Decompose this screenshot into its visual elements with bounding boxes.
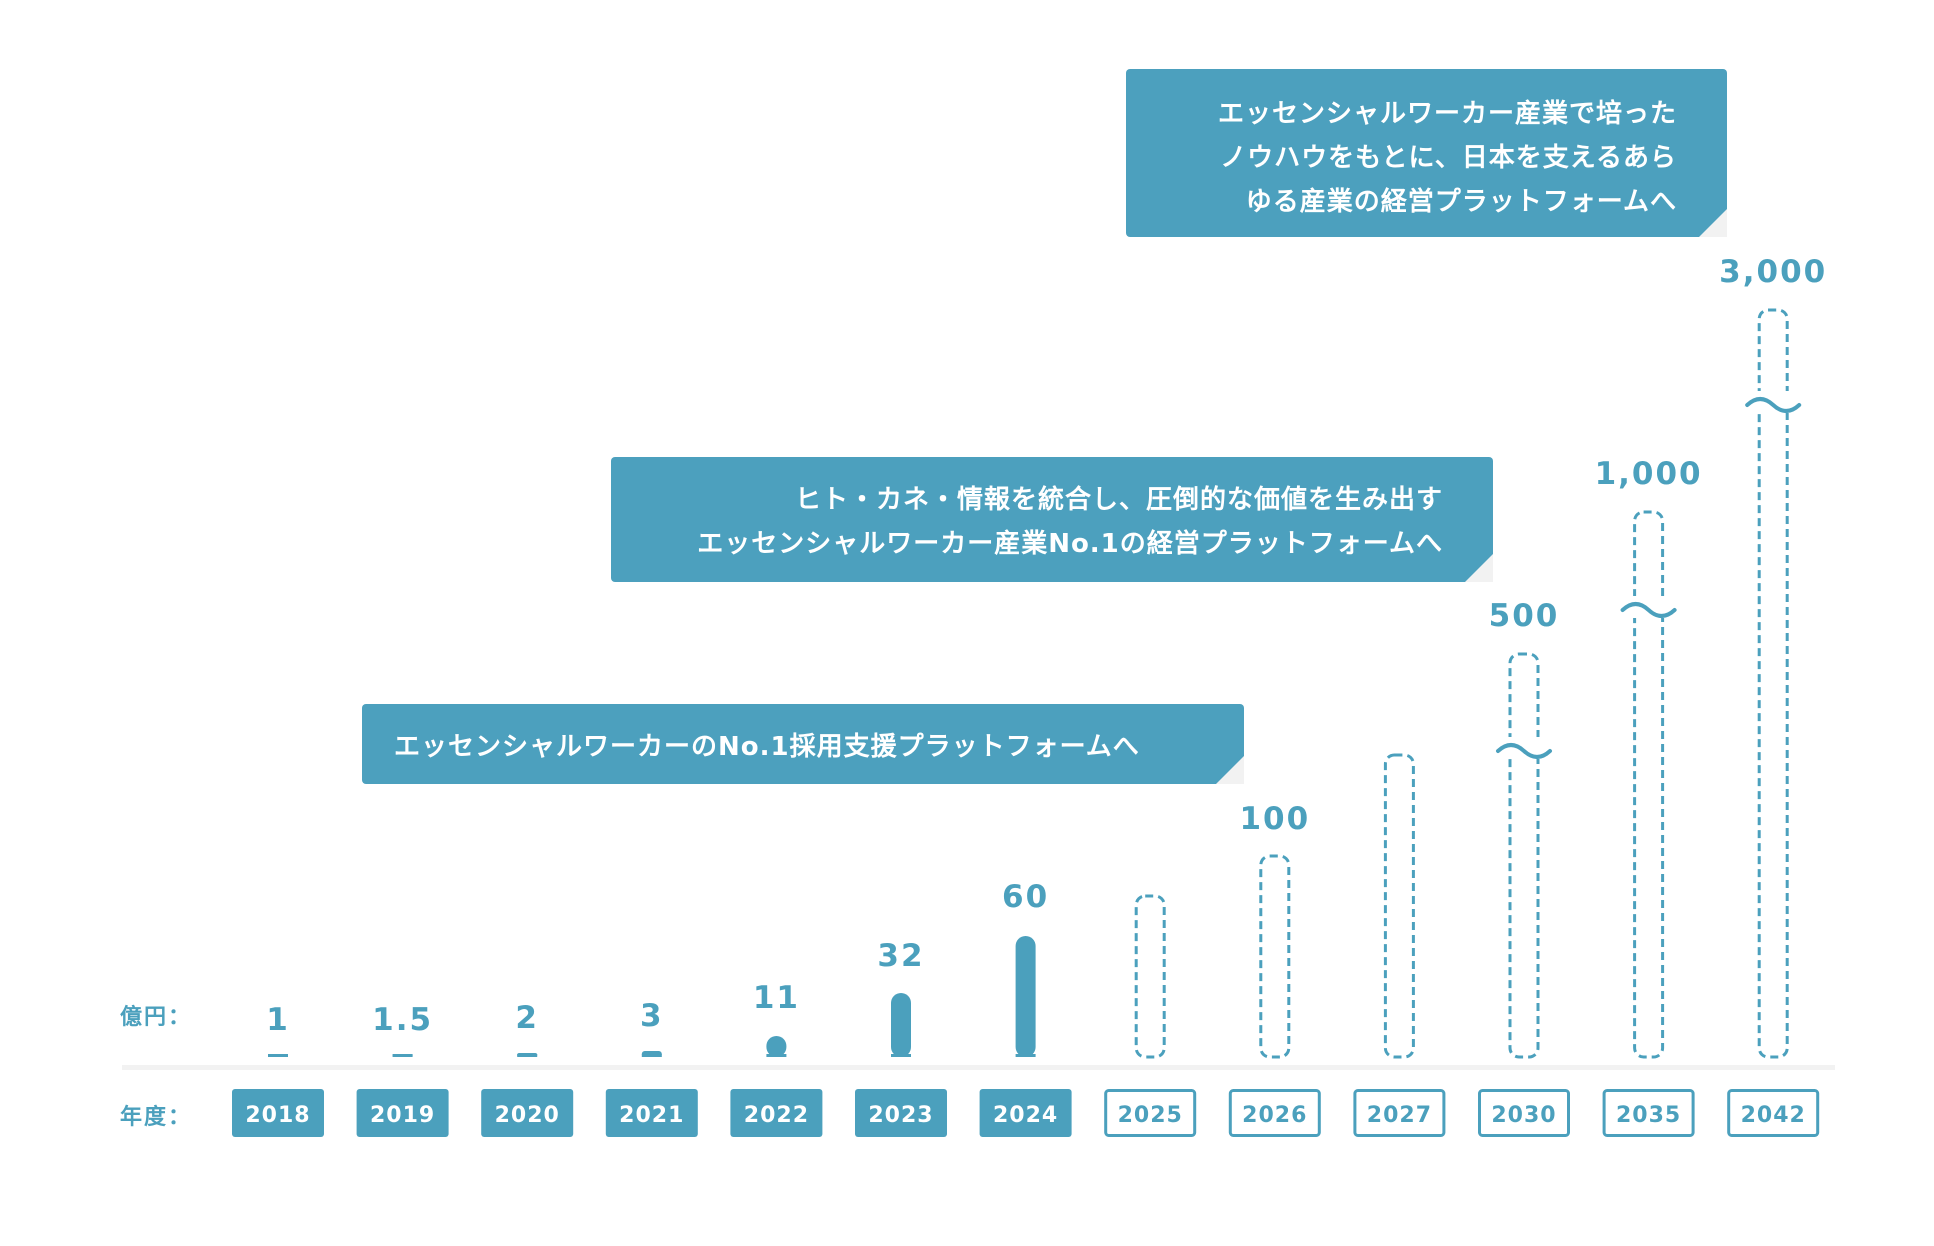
callout-text: エッセンシャルワーカーのNo.1採用支援プラットフォームへ bbox=[394, 732, 1140, 762]
year-box-2023 bbox=[855, 1089, 947, 1137]
year-label-2024: 2024 bbox=[993, 1103, 1058, 1128]
callout-management-platform: ヒト・カネ・情報を統合し、圧倒的な価値を生み出す エッセンシャルワーカー産業No… bbox=[611, 457, 1493, 582]
bar-2024 bbox=[1015, 936, 1036, 1057]
year-box-2042 bbox=[1727, 1089, 1820, 1137]
unit-label: 億円： bbox=[120, 1005, 193, 1030]
callout-text: エッセンシャルワーカー産業で培った bbox=[1217, 99, 1677, 129]
year-label-2022: 2022 bbox=[744, 1103, 809, 1128]
year-box-2035 bbox=[1602, 1089, 1695, 1137]
year-box-2021 bbox=[605, 1089, 698, 1137]
bar-2022 bbox=[766, 1036, 787, 1057]
bar-base bbox=[766, 1054, 787, 1057]
value-label: 100 bbox=[1239, 801, 1310, 837]
bar-base bbox=[392, 1054, 413, 1057]
baseline bbox=[122, 1065, 1835, 1070]
value-label: 1 bbox=[266, 1002, 290, 1038]
callout-text: エッセンシャルワーカー産業No.1の経営プラットフォームへ bbox=[697, 529, 1443, 559]
year-label-2021: 2021 bbox=[619, 1103, 684, 1128]
callout-text: ヒト・カネ・情報を統合し、圧倒的な価値を生み出す bbox=[794, 485, 1443, 515]
corner-fold bbox=[1216, 756, 1244, 784]
value-label: 2 bbox=[515, 1000, 539, 1036]
year-box-2030 bbox=[1478, 1089, 1570, 1137]
year-box-2024 bbox=[979, 1089, 1072, 1137]
year-label-2020: 2020 bbox=[495, 1103, 560, 1128]
year-label-2023: 2023 bbox=[868, 1103, 933, 1128]
callout-text: ゆる産業の経営プラットフォームへ bbox=[1245, 187, 1677, 217]
break-gap bbox=[1755, 391, 1792, 413]
year-box-2018 bbox=[232, 1089, 324, 1137]
year-box-2019 bbox=[356, 1089, 449, 1137]
bar-base bbox=[1015, 1054, 1036, 1057]
year-box-2027 bbox=[1353, 1089, 1446, 1137]
year-label-2018: 2018 bbox=[245, 1103, 310, 1128]
value-label: 500 bbox=[1489, 598, 1560, 634]
projected-bar-2042 bbox=[1757, 308, 1789, 1059]
year-box-2026 bbox=[1228, 1089, 1321, 1137]
year-label-2027: 2027 bbox=[1367, 1103, 1432, 1128]
value-label: 3 bbox=[640, 998, 664, 1034]
bar-2023 bbox=[891, 993, 911, 1057]
bar-base bbox=[517, 1054, 538, 1057]
value-label: 32 bbox=[877, 938, 924, 974]
projected-bar-2025 bbox=[1134, 894, 1166, 1059]
callout-text: ノウハウをもとに、日本を支えるあら bbox=[1220, 143, 1677, 173]
year-label: 年度： bbox=[120, 1105, 193, 1130]
value-label: 1,000 bbox=[1595, 456, 1703, 492]
year-box-2020 bbox=[481, 1089, 574, 1137]
year-label-2019: 2019 bbox=[370, 1103, 435, 1128]
year-label-2035: 2035 bbox=[1616, 1103, 1681, 1128]
year-label-2030: 2030 bbox=[1491, 1103, 1556, 1128]
break-gap bbox=[1506, 737, 1542, 759]
callout-recruitment-platform: エッセンシャルワーカーのNo.1採用支援プラットフォームへ bbox=[362, 704, 1244, 784]
projected-bar-2027 bbox=[1383, 753, 1415, 1059]
year-box-2022 bbox=[730, 1089, 823, 1137]
bar-base bbox=[891, 1054, 911, 1057]
callout-all-industries: エッセンシャルワーカー産業で培った ノウハウをもとに、日本を支えるあら ゆる産業… bbox=[1126, 69, 1727, 237]
value-label: 1.5 bbox=[372, 1002, 433, 1038]
corner-fold bbox=[1465, 554, 1493, 582]
value-label: 60 bbox=[1002, 879, 1049, 915]
year-box-2025 bbox=[1104, 1089, 1197, 1137]
axis-break-icon bbox=[1745, 397, 1802, 413]
break-gap bbox=[1630, 596, 1667, 618]
year-label-2025: 2025 bbox=[1118, 1103, 1183, 1128]
projected-bar-2030 bbox=[1508, 652, 1540, 1059]
projected-bar-2026 bbox=[1259, 854, 1291, 1059]
value-label: 11 bbox=[753, 980, 800, 1016]
bar-base bbox=[268, 1054, 288, 1057]
bar-base bbox=[641, 1054, 662, 1057]
axis-break-icon bbox=[1620, 602, 1677, 618]
projected-bar-2035 bbox=[1633, 510, 1665, 1059]
value-label: 3,000 bbox=[1719, 254, 1827, 290]
year-label-2026: 2026 bbox=[1242, 1103, 1307, 1128]
year-label-2042: 2042 bbox=[1741, 1103, 1806, 1128]
axis-break-icon bbox=[1496, 743, 1552, 759]
corner-fold bbox=[1699, 209, 1727, 237]
